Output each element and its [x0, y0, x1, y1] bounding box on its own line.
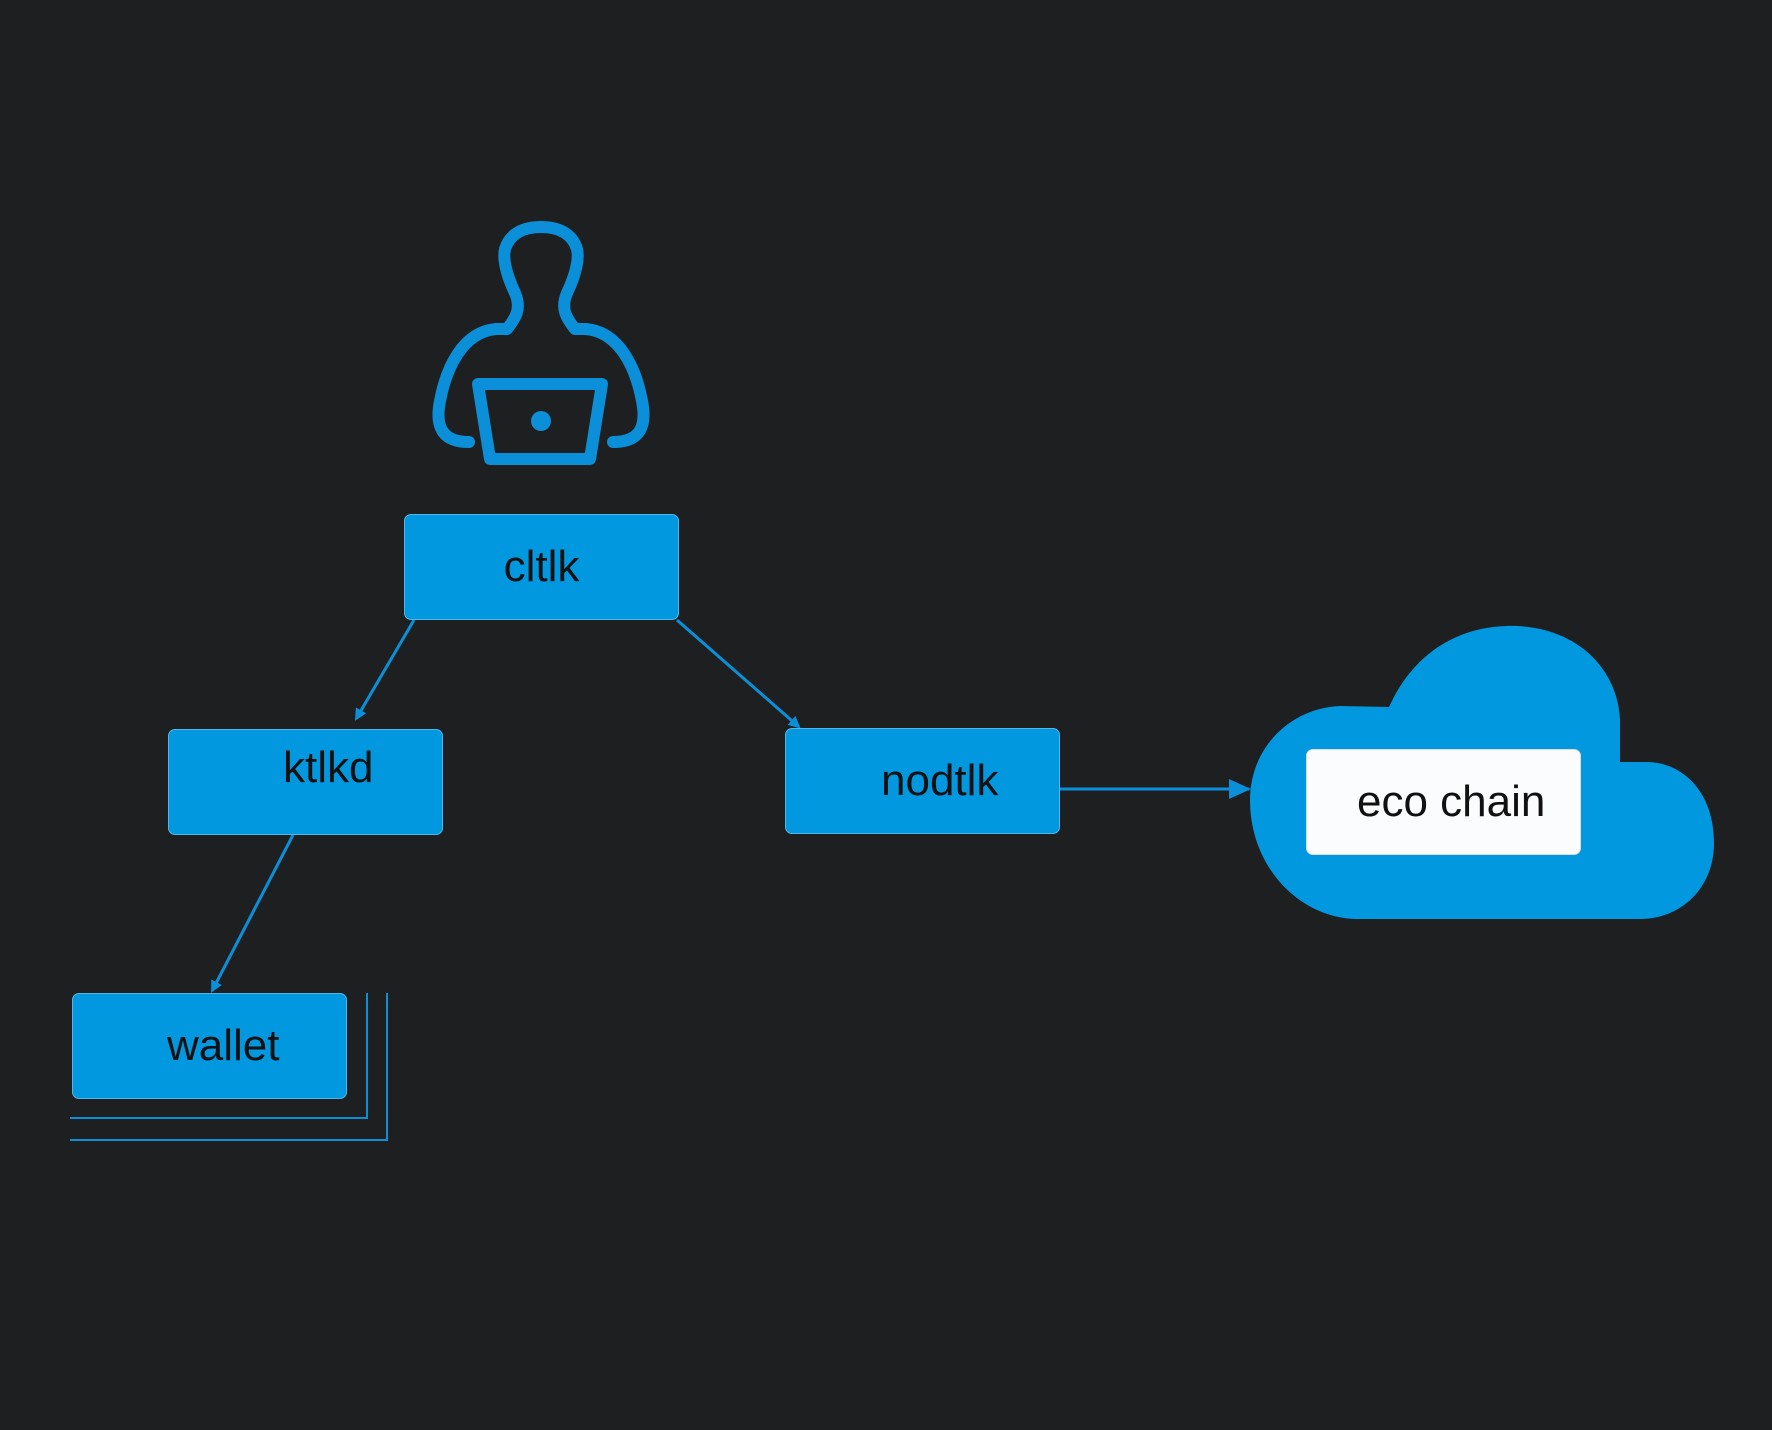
laptop-screen [472, 378, 608, 465]
node-eco-chain-label: eco chain [1357, 777, 1546, 826]
node-ktlkd-label: ktlkd [283, 743, 374, 792]
wallet-stack-frame-inner [70, 993, 368, 1119]
wallet-stack-frame-outer [70, 993, 388, 1141]
edge-cltlk-nodtlk [676, 618, 801, 729]
edge-ktlkd-wallet [210, 834, 295, 993]
node-wallet[interactable]: wallet [72, 993, 347, 1099]
user-head-outline [498, 221, 650, 448]
node-nodtlk-label: nodtlk [881, 756, 999, 805]
node-ktlkd[interactable]: ktlkd [168, 729, 443, 835]
user-shoulder-left [432, 323, 513, 448]
node-wallet-label: wallet [167, 1021, 280, 1070]
edge-cltlk-ktlkd [354, 619, 416, 721]
laptop-dot [531, 411, 551, 431]
node-nodtlk[interactable]: nodtlk [785, 728, 1060, 834]
user-laptop-icon [432, 221, 650, 465]
node-cltlk-label: cltlk [503, 542, 580, 591]
node-eco-chain[interactable]: eco chain [1306, 749, 1581, 855]
node-cltlk[interactable]: cltlk [404, 514, 679, 620]
